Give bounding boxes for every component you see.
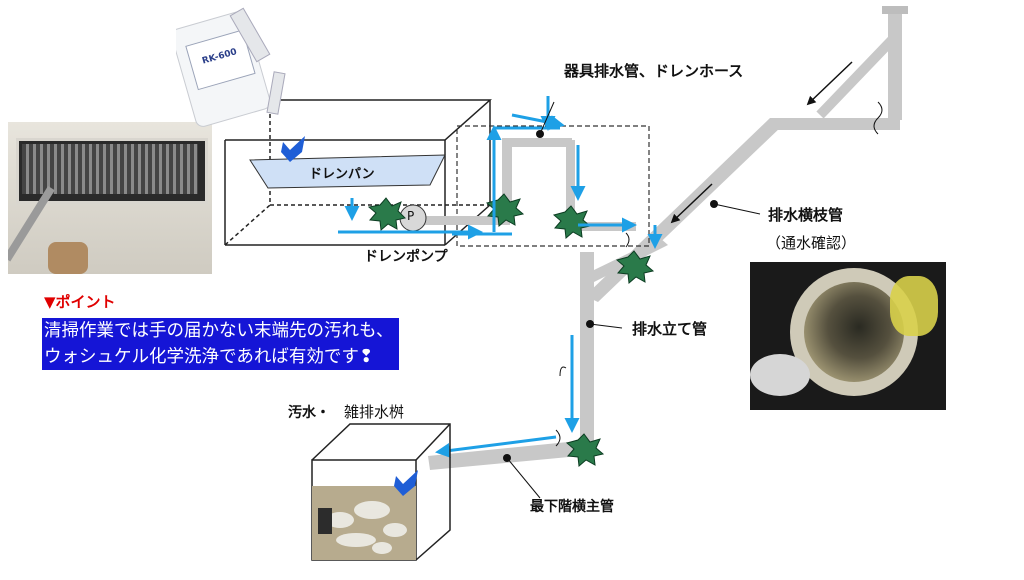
- main-pipe-label: 最下階横主管: [530, 499, 614, 515]
- fixture-drain-label: 器具排水管、ドレンホース: [564, 62, 744, 80]
- product-name: RK-600: [201, 47, 239, 67]
- pump-symbol-label: P: [407, 209, 415, 223]
- drain-pan-shape: [249, 154, 446, 189]
- basin-drain-opening: [318, 508, 332, 534]
- branch-pipe-label: 排水横枝管: [768, 206, 844, 224]
- hand: [48, 242, 88, 274]
- basin-label-b: 雑排水桝: [344, 403, 405, 421]
- check-icon: [394, 470, 418, 496]
- ac-fins: [22, 144, 198, 194]
- pipe-hole: [804, 282, 904, 382]
- check-icon: [281, 136, 305, 162]
- inner-pipes: [420, 138, 636, 231]
- basin-label-a: 汚水・: [288, 405, 330, 421]
- grime-marks: [367, 193, 655, 467]
- pipe-interior-photo: [750, 262, 946, 410]
- leader-dots: [503, 130, 718, 462]
- white-object: [750, 354, 810, 396]
- vent-pipe: [882, 6, 908, 120]
- branch-pipe-note: （通水確認）: [766, 234, 857, 252]
- break-marks: [555, 101, 883, 447]
- point-line-1: 清掃作業では手の届かない末端先の汚れも、: [44, 321, 394, 341]
- leader-lines: [506, 101, 761, 499]
- drain-pan-label: ドレンパン: [309, 167, 375, 182]
- product-bottle: RK-600: [176, 9, 273, 128]
- ceiling-unit-photo: [8, 122, 212, 274]
- vent-diagonal: [816, 36, 896, 119]
- product-spout: [266, 71, 286, 115]
- stack-pipe: [580, 252, 594, 452]
- indoor-unit-box: [224, 99, 492, 246]
- stack-label: 排水立て管: [632, 320, 708, 338]
- point-line-2: ウォシュケル化学洗浄であれば有効です❢: [44, 347, 374, 367]
- direction-arrows: [670, 61, 853, 224]
- basin-foam: [326, 501, 407, 554]
- point-title: ▼ポイント: [44, 293, 116, 311]
- product-photo: RK-600: [176, 6, 306, 128]
- insulation: [890, 276, 938, 336]
- point-box: 清掃作業では手の届かない末端先の汚れも、 ウォシュケル化学洗浄であれば有効です❢: [42, 318, 400, 370]
- flow-arrows: [338, 96, 663, 458]
- drain-pump-label: ドレンポンプ: [364, 249, 448, 265]
- branch-pipe-top: [770, 118, 900, 130]
